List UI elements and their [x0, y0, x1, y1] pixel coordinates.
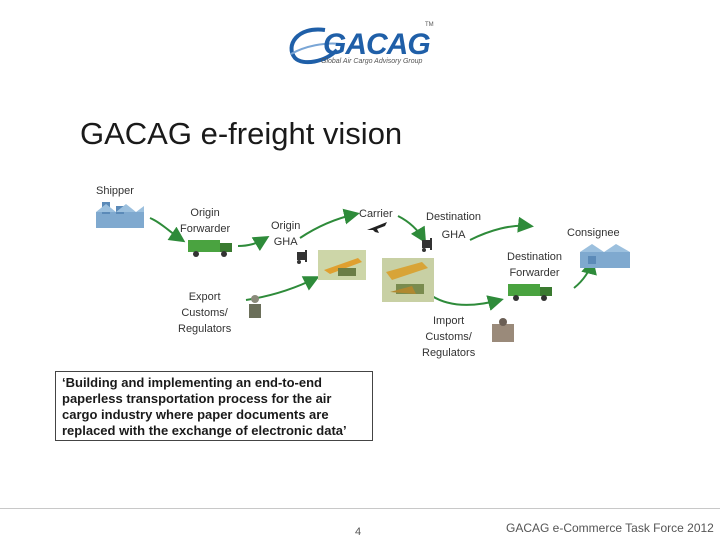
airplane-icon	[367, 222, 387, 233]
footer-text: GACAG e-Commerce Task Force 2012	[506, 521, 714, 535]
arrow-ramp-import	[431, 295, 504, 311]
page-title: GACAG e-freight vision	[80, 116, 403, 151]
destination-gha-line1: Destination	[426, 211, 482, 223]
import-customs-line2: Customs/	[425, 331, 472, 343]
footer-divider	[0, 508, 720, 509]
carrier-label: Carrier	[359, 208, 393, 220]
factory-icon	[96, 202, 144, 228]
destination-gha-line2: GHA	[441, 229, 466, 241]
consignee-label: Consignee	[567, 227, 620, 239]
destination-forwarder-line1: Destination	[507, 251, 563, 263]
logo-tm: TM	[425, 22, 434, 28]
truck-icon	[188, 240, 232, 257]
truck-icon-destination	[508, 284, 552, 301]
origin-forwarder-line2: Forwarder	[180, 223, 231, 235]
gacag-logo: GACAG TM Global Air Cargo Advisory Group	[285, 18, 435, 70]
forklift-icon	[297, 250, 307, 264]
import-customs-label: Import Customs/ Regulators	[422, 313, 475, 361]
aircraft-loading-image	[318, 250, 366, 280]
arrow-carrier-destgha	[397, 215, 427, 244]
logo-tagline: Global Air Cargo Advisory Group	[321, 58, 423, 65]
import-customs-line3: Regulators	[422, 347, 476, 359]
arrow-gha-carrier	[299, 208, 360, 239]
arrow-gha-consignee	[469, 216, 534, 241]
page-number: 4	[355, 526, 362, 538]
origin-forwarder-line1: Origin	[190, 207, 220, 219]
destination-gha-label: Destination GHA	[426, 209, 481, 243]
ramp-operations-image	[382, 258, 434, 302]
customs-inspection-icon	[492, 318, 514, 342]
swoosh-icon	[289, 27, 342, 65]
arrow-shipper-forwarder	[149, 217, 186, 243]
logo-name: GACAG	[323, 28, 431, 61]
origin-gha-line1: Origin	[271, 220, 301, 232]
export-customs-line3: Regulators	[178, 323, 232, 335]
export-customs-line1: Export	[188, 291, 221, 303]
origin-gha-line2: GHA	[273, 236, 298, 248]
forklift-icon-destination	[422, 238, 432, 252]
customs-officer-icon	[249, 295, 261, 318]
export-customs-line2: Customs/	[181, 307, 228, 319]
export-customs-label: Export Customs/ Regulators	[178, 289, 231, 337]
destination-forwarder-line2: Forwarder	[509, 267, 560, 279]
destination-forwarder-label: Destination Forwarder	[507, 249, 562, 281]
warehouse-icon	[580, 244, 630, 268]
arrow-forwarder-gha	[237, 235, 270, 252]
origin-forwarder-label: Origin Forwarder	[180, 205, 230, 237]
origin-gha-label: Origin GHA	[271, 218, 300, 250]
import-customs-line1: Import	[433, 315, 465, 327]
vision-quote: ‘Building and implementing an end-to-end…	[55, 371, 373, 441]
shipper-label: Shipper	[96, 185, 134, 197]
